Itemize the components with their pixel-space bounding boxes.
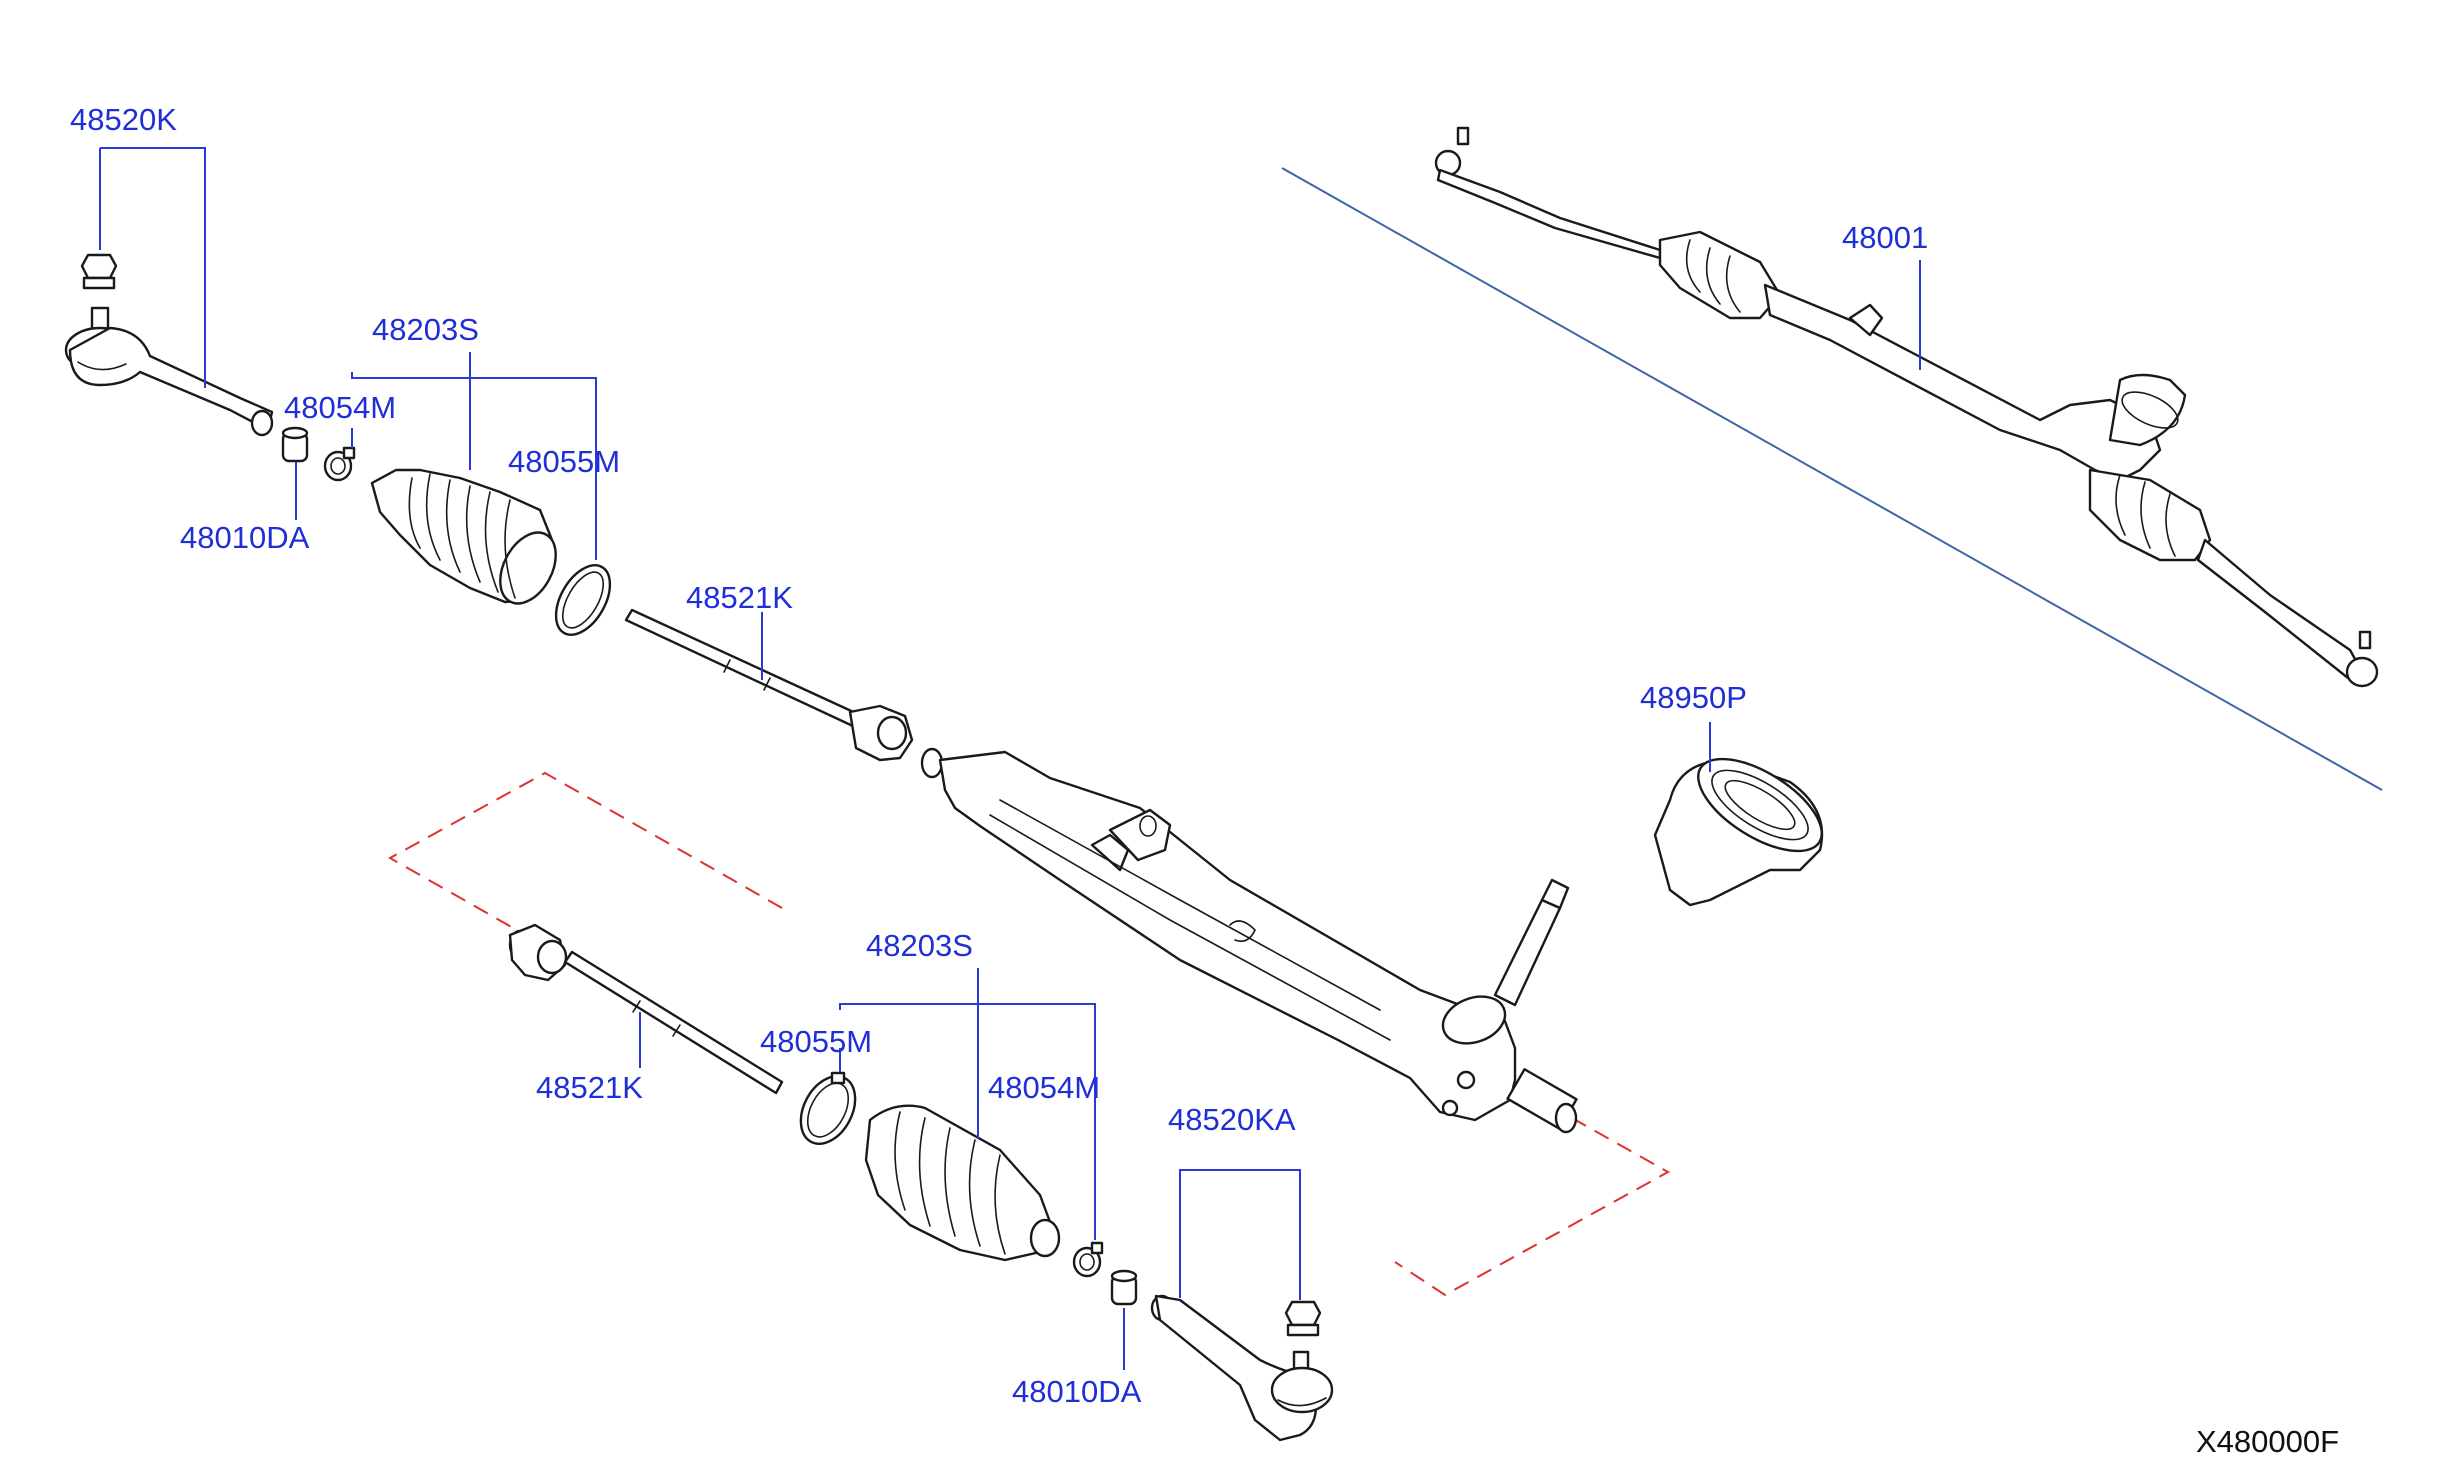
callout-48054m-lower[interactable]: 48054M — [988, 1070, 1100, 1105]
callout-48520ka[interactable]: 48520KA — [1168, 1102, 1296, 1137]
bushing-upper-part — [281, 426, 309, 463]
clamp-large-lower-part — [799, 1071, 857, 1145]
grommet-part — [1653, 757, 1824, 907]
callout-48203s-lower[interactable]: 48203S — [866, 928, 973, 963]
callout-48054m-upper[interactable]: 48054M — [284, 390, 396, 425]
boot-upper-part — [370, 468, 557, 605]
inset-separator-line — [1281, 167, 2383, 791]
callout-48001[interactable]: 48001 — [1842, 220, 1928, 255]
inner-socket-upper-part — [624, 608, 914, 762]
leader-lines — [99, 147, 1921, 1370]
callout-48010da-lower[interactable]: 48010DA — [1012, 1374, 1142, 1409]
callout-48055m-upper[interactable]: 48055M — [508, 444, 620, 479]
gear-assembly-inset — [1434, 126, 2379, 688]
clamp-small-lower-part — [1072, 1241, 1104, 1278]
callout-48521k-upper[interactable]: 48521K — [686, 580, 793, 615]
reference-dash-right — [1394, 1117, 1671, 1297]
bushing-lower-part — [1110, 1269, 1138, 1306]
callout-48521k-lower[interactable]: 48521K — [536, 1070, 643, 1105]
figure-code: X480000F — [2196, 1424, 2339, 1459]
callout-48203s-upper[interactable]: 48203S — [372, 312, 479, 347]
callout-48055m-lower[interactable]: 48055M — [760, 1024, 872, 1059]
boot-lower-part — [864, 1104, 1061, 1262]
reference-dash-left — [387, 771, 783, 947]
inner-socket-lower-part — [508, 923, 784, 1095]
tie-rod-end-lower-part — [1150, 1294, 1334, 1442]
callout-48520k[interactable]: 48520K — [70, 102, 177, 137]
tie-rod-end-upper-part — [64, 253, 274, 437]
clamp-large-upper-part — [554, 564, 612, 636]
clamp-small-upper-part — [323, 446, 356, 482]
callout-48950p[interactable]: 48950P — [1640, 680, 1747, 715]
rack-housing-part — [920, 747, 1578, 1134]
callout-48010da-upper[interactable]: 48010DA — [180, 520, 310, 555]
